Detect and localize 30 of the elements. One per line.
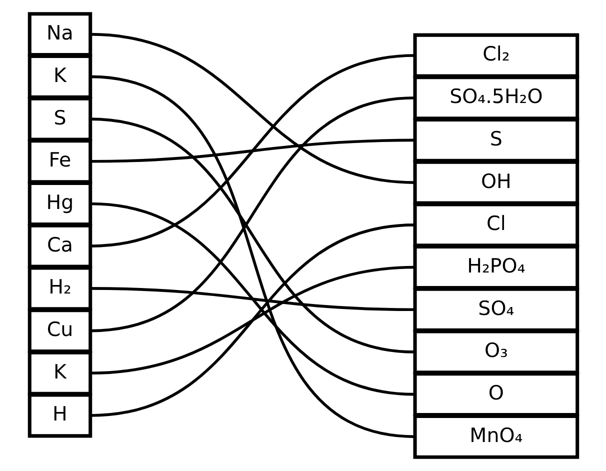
node-box: S bbox=[412, 118, 579, 162]
node-box: H₂PO₄ bbox=[412, 245, 579, 290]
connector bbox=[90, 266, 415, 375]
connector bbox=[90, 224, 415, 417]
node-box: SO₄.5H₂O bbox=[412, 76, 579, 120]
connector bbox=[90, 96, 415, 332]
node-box: O bbox=[412, 372, 579, 417]
node-box: O₃ bbox=[412, 330, 579, 374]
connector bbox=[90, 202, 415, 396]
node-box: Na bbox=[27, 12, 92, 57]
node-box: S bbox=[27, 96, 92, 142]
node-box: Ca bbox=[27, 224, 92, 268]
node-box: OH bbox=[412, 160, 579, 205]
node-box: H₂ bbox=[27, 266, 92, 311]
node-box: Hg bbox=[27, 182, 92, 226]
node-box: SO₄ bbox=[412, 287, 579, 332]
node-box: Cu bbox=[27, 308, 92, 354]
node-box: Cl₂ bbox=[412, 33, 579, 78]
connector bbox=[90, 75, 415, 438]
connector bbox=[90, 54, 415, 248]
node-box: MnO₄ bbox=[412, 414, 579, 459]
connector bbox=[90, 32, 415, 184]
connector bbox=[90, 138, 415, 163]
node-box: H bbox=[27, 393, 92, 438]
node-box: Cl bbox=[412, 202, 579, 248]
node-box: K bbox=[27, 350, 92, 396]
connector bbox=[90, 287, 415, 312]
node-box: Fe bbox=[27, 139, 92, 184]
connector bbox=[90, 118, 415, 354]
node-box: K bbox=[27, 54, 92, 99]
